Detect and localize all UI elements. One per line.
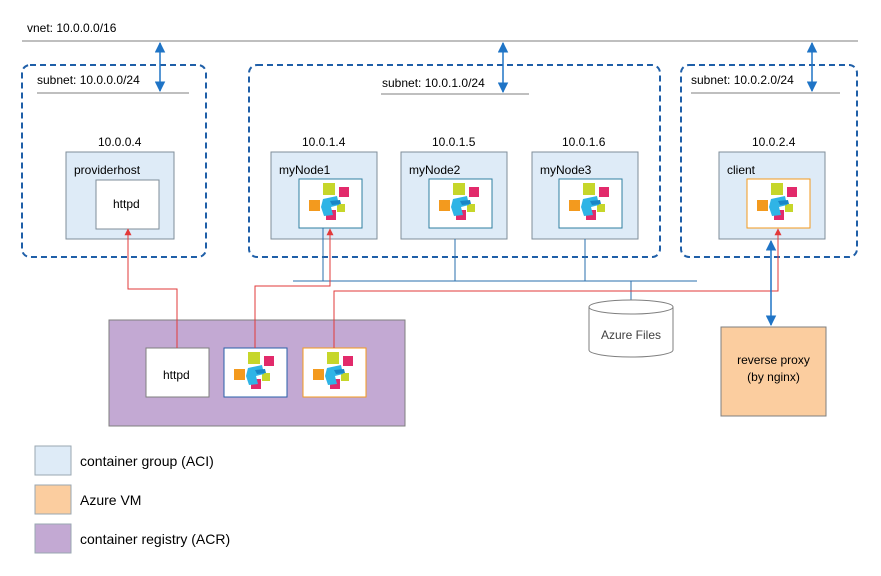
legend-acr-label: container registry (ACR) xyxy=(80,531,230,547)
client-ip: 10.0.2.4 xyxy=(752,135,796,149)
httpd-pull-link xyxy=(124,228,178,348)
legend-vm-swatch xyxy=(34,484,72,515)
reverse-proxy-label: reverse proxy xyxy=(737,353,810,367)
mynode2-ip: 10.0.1.5 xyxy=(432,135,476,149)
registry-httpd-image xyxy=(145,347,210,398)
legend-aci-label: container group (ACI) xyxy=(80,453,214,469)
mynode1-ip: 10.0.1.4 xyxy=(302,135,346,149)
node-image-pull-link xyxy=(254,228,334,348)
subnet-0-label: subnet: 10.0.0.0/24 xyxy=(37,73,140,87)
azure-files-cylinder-top xyxy=(588,299,674,315)
reverse-proxy-vm xyxy=(720,326,827,417)
mynode3-ip: 10.0.1.6 xyxy=(562,135,606,149)
subnet-2-label: subnet: 10.0.2.0/24 xyxy=(691,73,794,87)
vnet-label: vnet: 10.0.0.0/16 xyxy=(27,21,117,35)
registry-httpd-label: httpd xyxy=(163,368,190,382)
providerhost-httpd-label: httpd xyxy=(113,197,140,211)
azure-files-cylinder-body xyxy=(588,307,674,358)
mynode3-name: myNode3 xyxy=(540,163,592,177)
providerhost-ip: 10.0.0.4 xyxy=(98,135,142,149)
legend-vm-label: Azure VM xyxy=(80,492,141,508)
legend-acr-swatch xyxy=(34,523,72,554)
mynode1-name: myNode1 xyxy=(279,163,331,177)
client-image-pull-link xyxy=(333,228,782,348)
mynode2-name: myNode2 xyxy=(409,163,461,177)
reverse-proxy-sublabel: (by nginx) xyxy=(747,370,800,384)
providerhost-name: providerhost xyxy=(74,163,141,177)
legend-aci-swatch xyxy=(34,445,72,476)
subnet-1-label: subnet: 10.0.1.0/24 xyxy=(382,76,485,90)
providerhost-httpd-container xyxy=(95,179,160,230)
client-name: client xyxy=(727,163,756,177)
subnet-0-box xyxy=(21,64,207,258)
azure-files-label: Azure Files xyxy=(601,328,661,342)
